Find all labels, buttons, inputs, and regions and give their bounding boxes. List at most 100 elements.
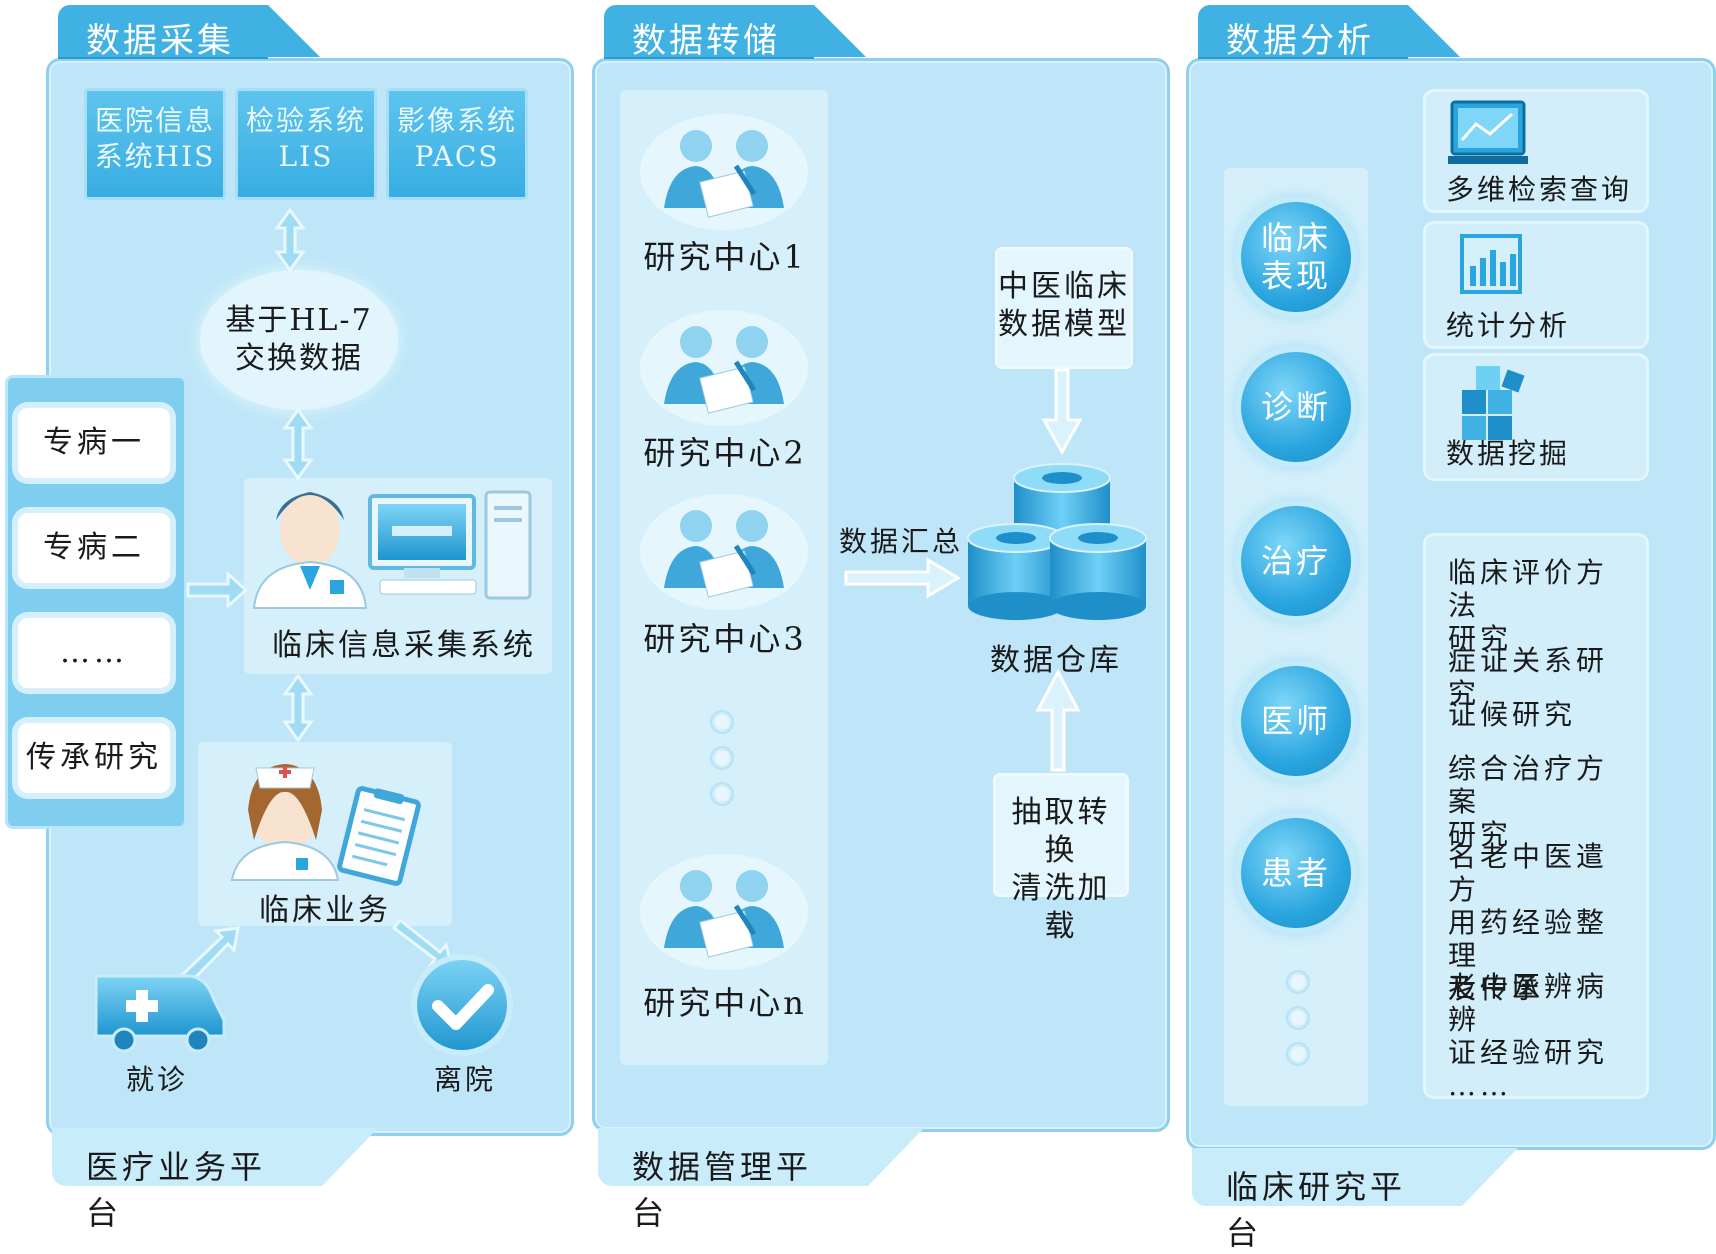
- method-line: 临床评价方法: [1448, 556, 1609, 622]
- ambulance-icon: [94, 974, 226, 1053]
- entity-column: [1224, 168, 1368, 1106]
- hl7-line2: 交换数据: [235, 341, 363, 376]
- his-system-box: 医院信息 系统HIS: [84, 88, 226, 200]
- checkmark-icon: [411, 954, 513, 1056]
- lis-line1: 检验系统: [245, 104, 366, 137]
- clinical-research-footer: 临床研究平台: [1192, 1148, 1518, 1252]
- disease-item-1: 专病一: [18, 408, 170, 478]
- arrow-collect-business: [282, 673, 314, 743]
- entity-treatment: 治疗: [1241, 506, 1351, 616]
- research-team-icon: [640, 854, 808, 970]
- research-team-icon: [640, 114, 808, 230]
- his-line2: 系统HIS: [94, 140, 216, 173]
- research-center-2: 研究中心2: [643, 434, 807, 472]
- entity-line: 治疗: [1260, 542, 1331, 580]
- method-line: 症证关系研究: [1448, 644, 1609, 710]
- entity-line: 诊断: [1260, 388, 1331, 426]
- computer-icon: [368, 490, 532, 600]
- tcm-data-model-box: 中医临床 数据模型: [998, 250, 1130, 366]
- medical-platform-footer: 医疗业务平台: [52, 1128, 378, 1232]
- method-line: 及传承: [1448, 972, 1545, 1005]
- entity-diagnosis: 诊断: [1241, 352, 1351, 462]
- model-line1: 中医临床: [998, 269, 1130, 304]
- cubes-icon: [1462, 366, 1525, 440]
- etl-line1: 抽取转换: [1011, 795, 1111, 868]
- ellipsis-dot: [710, 782, 734, 806]
- ellipsis-dot: [1286, 1042, 1310, 1066]
- ellipsis-dot: [710, 710, 734, 734]
- method-line: 研究: [1448, 818, 1513, 851]
- method-line: 证经验研究: [1448, 1036, 1609, 1069]
- doctor-icon: [252, 492, 368, 609]
- model-line2: 数据模型: [998, 307, 1130, 342]
- method-syndrome: 证候研究: [1448, 698, 1638, 731]
- hl7-line1: 基于HL-7: [225, 303, 373, 338]
- ellipsis-dot: [1286, 1006, 1310, 1030]
- model-down-arrow: [1041, 368, 1083, 456]
- database-icon: [967, 463, 1147, 620]
- research-methods-card: [1426, 536, 1646, 1096]
- method-symptom-syndrome: 症证关系研究: [1448, 644, 1638, 710]
- discharge-label: 离院: [433, 1063, 496, 1096]
- method-line: 用药经验整理: [1448, 906, 1609, 972]
- entity-line: 医师: [1260, 702, 1331, 740]
- nurse-icon: [230, 764, 340, 881]
- ellipsis-dot: [1286, 970, 1310, 994]
- method-master-prescription: 名老中医遣方 用药经验整理 及传承: [1448, 840, 1638, 1005]
- clinical-business-label: 临床业务: [259, 893, 391, 928]
- arrow-disease-collect: [186, 570, 249, 610]
- research-team-icon: [640, 494, 808, 610]
- hl7-exchange-ellipse: 基于HL-7 交换数据: [200, 270, 398, 410]
- left-graphics: [94, 207, 532, 1056]
- middle-graphics: [640, 114, 1147, 970]
- method-line: 名老中医遣方: [1448, 840, 1609, 906]
- method-line: ……: [1448, 1069, 1512, 1102]
- entity-line: 临床: [1260, 219, 1331, 257]
- data-management-footer: 数据管理平台: [598, 1128, 924, 1232]
- lis-line2: LIS: [278, 140, 334, 173]
- aggregate-arrow: [844, 557, 961, 599]
- chart-screen-icon: [1460, 234, 1522, 294]
- entity-line: 表现: [1260, 257, 1331, 295]
- ellipsis-dot: [710, 746, 734, 770]
- method-integrated-treatment: 综合治疗方案 研究: [1448, 752, 1638, 851]
- method-master-diagnosis: 老中医辨病辨 证经验研究 ……: [1448, 970, 1638, 1102]
- data-collection-tab: 数据采集: [58, 5, 320, 61]
- entity-physician: 医师: [1241, 666, 1351, 776]
- disease-item-ellipsis: ……: [18, 618, 170, 688]
- entity-patient: 患者: [1241, 818, 1351, 928]
- pacs-system-box: 影像系统 PACS: [386, 88, 528, 200]
- tool-label: 统计分析: [1446, 309, 1571, 342]
- method-clinical-evaluation: 临床评价方法 研究: [1448, 556, 1638, 655]
- lis-system-box: 检验系统 LIS: [235, 88, 377, 200]
- method-line: 研究: [1448, 622, 1513, 655]
- data-transfer-tab: 数据转储: [604, 5, 866, 61]
- data-analysis-tab: 数据分析: [1198, 5, 1460, 61]
- disease-item-heritage: 传承研究: [18, 723, 170, 793]
- tool-label: 数据挖掘: [1446, 437, 1571, 470]
- collect-system-label: 临床信息采集系统: [272, 628, 536, 663]
- arrow-hl7-collect: [282, 407, 314, 481]
- arrow-his-hl7: [274, 207, 306, 273]
- visit-label: 就诊: [125, 1063, 188, 1096]
- method-line: 综合治疗方案: [1448, 752, 1609, 818]
- warehouse-label: 数据仓库: [990, 643, 1122, 678]
- monitor-icon: [1448, 100, 1528, 164]
- etl-box: 抽取转换 清洗加载: [996, 776, 1126, 944]
- pacs-line1: 影像系统: [396, 104, 517, 137]
- etl-up-arrow: [1035, 668, 1081, 772]
- research-center-1: 研究中心1: [643, 238, 807, 276]
- aggregate-label: 数据汇总: [838, 525, 963, 558]
- tool-label: 多维检索查询: [1446, 173, 1633, 206]
- research-team-icon: [640, 310, 808, 426]
- research-center-3: 研究中心3: [643, 620, 807, 658]
- method-line: 老中医辨病辨: [1448, 970, 1609, 1036]
- tool-icons: [1448, 100, 1528, 440]
- disease-item-2: 专病二: [18, 513, 170, 583]
- method-line: 证候研究: [1448, 698, 1577, 731]
- pacs-line2: PACS: [414, 140, 500, 173]
- etl-line2: 清洗加载: [1011, 871, 1111, 944]
- entity-clinical-manifestation: 临床表现: [1241, 202, 1351, 312]
- entity-line: 患者: [1260, 854, 1331, 892]
- clipboard-icon: [337, 786, 421, 886]
